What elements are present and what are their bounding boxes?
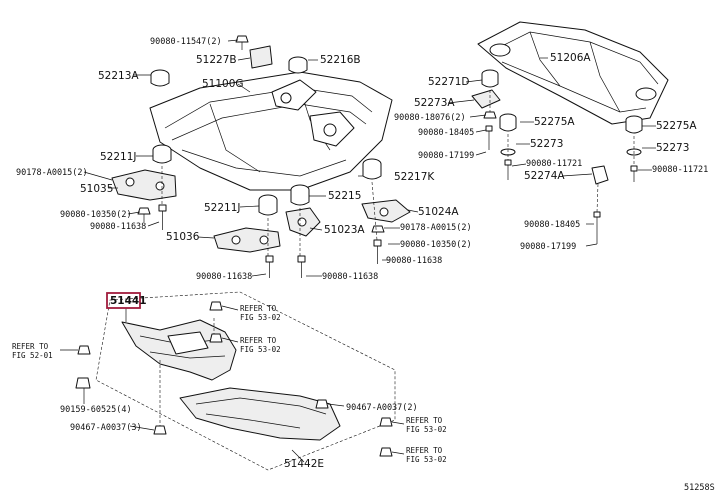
cushion-52213a [150, 69, 170, 87]
label-bolt: 90080-11721 [526, 159, 582, 169]
label-bolt: 90080-18405 [418, 128, 474, 138]
cover-fasteners [75, 301, 393, 457]
label-reference: FIG 53-02 [240, 345, 281, 354]
label-bracket: 51023A [324, 224, 365, 236]
label-bolt: 90178-A0015(2) [16, 168, 88, 178]
rear-cushions [471, 69, 643, 185]
rear-subframe [477, 21, 669, 125]
figure-number: 51258S [684, 483, 715, 493]
label-reference: FIG 53-02 [406, 455, 447, 464]
label-reference: REFER TO [12, 342, 49, 351]
bolt-90080-11547 [235, 35, 249, 50]
label-bolt: 90080-18076(2) [394, 113, 466, 123]
under-cover-51441 [121, 319, 237, 381]
label-washer: 52273 [656, 142, 689, 154]
bracket-51036 [213, 227, 281, 253]
label-clip: 90467-A0037(3) [70, 423, 142, 433]
label-cushion: 52215 [328, 190, 361, 202]
label-bracket: 51227B [196, 54, 237, 66]
label-clip: 90467-A0037(2) [346, 403, 418, 413]
label-reference: REFER TO [240, 304, 277, 313]
under-cover-51442e [179, 387, 341, 441]
under-cover-outline [95, 291, 396, 471]
label-bolt: 90080-11547(2) [150, 37, 222, 47]
label-cushion: 52275A [534, 116, 575, 128]
label-under-cover: 51442E [284, 458, 324, 470]
label-bolt: 90080-11638 [322, 272, 378, 282]
label-bolt: 90080-17199 [520, 242, 576, 252]
guide-lines-front [161, 166, 378, 256]
bolt-90080-11638-left [158, 204, 167, 230]
label-bolt: 90080-18405 [524, 220, 580, 230]
label-reference: REFER TO [406, 416, 443, 425]
leader-lines [60, 39, 656, 463]
label-reference: REFER TO [240, 336, 277, 345]
label-bracket: 51035 [80, 183, 113, 195]
label-washer: 52273 [530, 138, 563, 150]
label-cushion: 52273A [414, 97, 455, 109]
bolts-90080-10350-left [137, 207, 151, 222]
label-reference: FIG 52-01 [12, 351, 53, 360]
highlight-box-51441 [106, 292, 141, 309]
front-subframe [149, 71, 393, 191]
cushion-52217k [362, 158, 382, 180]
cushion-52211j-left [152, 144, 172, 164]
label-cushion: 52211J [100, 151, 137, 163]
label-cushion: 52216B [320, 54, 361, 66]
label-subframe: 51206A [550, 52, 591, 64]
bracket-51024a [361, 199, 411, 223]
cushion-52215 [290, 184, 310, 206]
label-under-cover[interactable]: 51441 [110, 295, 147, 307]
cushion-52216b [288, 56, 308, 74]
label-cushion: 52217K [394, 171, 435, 183]
label-bolt: 90080-10350(2) [60, 210, 132, 220]
label-bolt: 90080-17199 [418, 151, 474, 161]
label-reference: FIG 53-02 [240, 313, 281, 322]
guide-lines-rear [489, 90, 635, 213]
bolts-center [265, 225, 385, 278]
label-bolt: 90080-11638 [196, 272, 252, 282]
label-bracket: 51036 [166, 231, 200, 243]
label-bolt: 90080-10350(2) [400, 240, 472, 250]
label-bracket: 51024A [418, 206, 459, 218]
cushion-52211j-center [258, 194, 278, 216]
bracket-51023a [285, 207, 321, 237]
label-bolt: 90178-A0015(2) [400, 223, 472, 233]
label-subframe: 51100G [202, 78, 244, 90]
label-cushion: 52275A [656, 120, 697, 132]
label-reference: REFER TO [406, 446, 443, 455]
label-cushion: 52271D [428, 76, 470, 88]
label-cushion: 52213A [98, 70, 139, 82]
label-cushion: 52211J [204, 202, 241, 214]
bracket-51227b [249, 45, 273, 69]
label-bolt: 90080-11721 [652, 165, 708, 175]
bracket-51035 [111, 169, 177, 201]
label-bolt: 90159-60525(4) [60, 405, 132, 415]
label-bolt: 90080-11638 [90, 222, 146, 232]
label-bolt: 90080-11638 [386, 256, 442, 266]
label-reference: FIG 53-02 [406, 425, 447, 434]
label-cushion: 52274A [524, 170, 565, 182]
